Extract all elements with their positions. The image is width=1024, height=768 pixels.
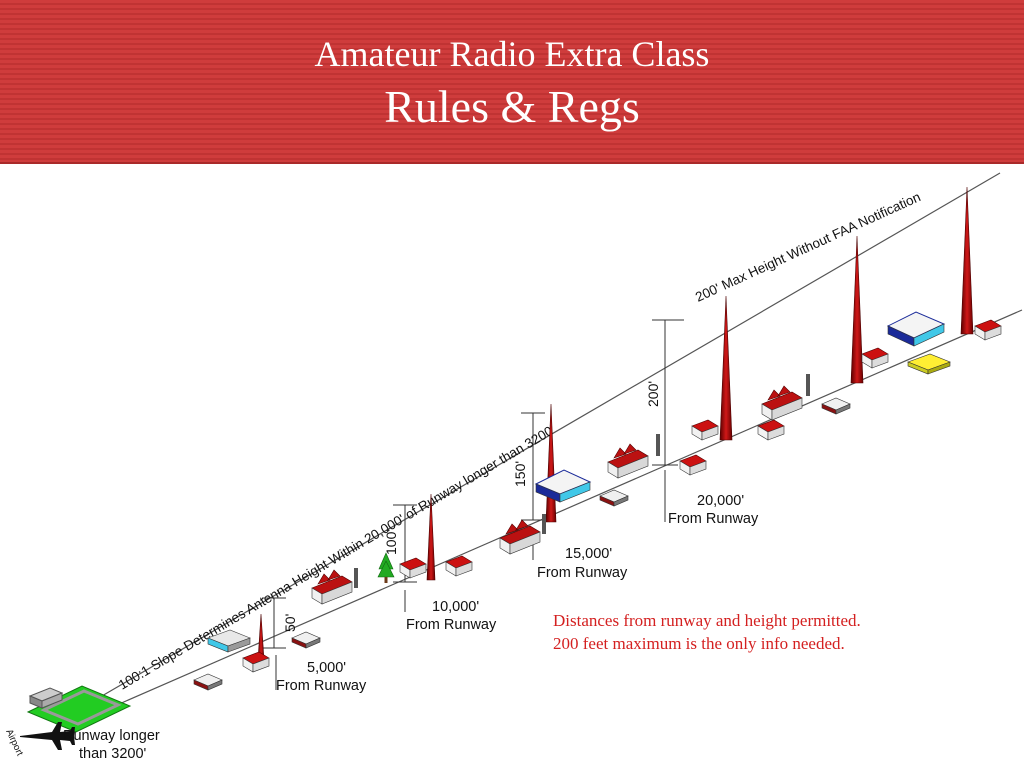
height-label-150: 150' [512, 461, 528, 487]
runway-label-line1: Runway longer [63, 728, 160, 744]
distance-label-5000: 5,000' [307, 660, 346, 676]
flat-building-icon [291, 631, 321, 649]
factory-icon [311, 568, 358, 605]
flat-building-icon [907, 353, 951, 375]
airplane-icon [20, 722, 75, 750]
flat-building-icon [599, 489, 629, 507]
house-icon [445, 555, 473, 577]
distance-label-10000: 10,000' [432, 599, 479, 615]
height-bracket-200 [652, 319, 684, 466]
factory-icon [499, 514, 546, 555]
house-icon [242, 651, 270, 673]
slide-title: Amateur Radio Extra Class [314, 34, 710, 74]
house-icon [691, 419, 719, 441]
note-line-2: 200 feet maximum is the only info needed… [553, 634, 845, 653]
distance-from-runway-10000: From Runway [406, 617, 497, 633]
house-icon [861, 347, 889, 369]
runway [26, 685, 132, 733]
slide-subtitle: Rules & Regs [384, 81, 640, 132]
slope-label: 100:1 Slope Determines Antenna Height Wi… [116, 422, 558, 693]
antenna-tower [960, 186, 974, 335]
distance-label-15000: 15,000' [565, 546, 612, 562]
antenna-tower [545, 403, 557, 523]
factory-icon [607, 434, 660, 479]
distance-from-runway-20000: From Runway [668, 511, 759, 527]
office-building-icon [534, 469, 592, 503]
tree-icon [377, 552, 395, 583]
house-icon [399, 557, 427, 579]
height-bracket-50 [262, 597, 286, 649]
distance-from-runway-5000: From Runway [276, 678, 367, 694]
antenna-tower [719, 295, 733, 441]
height-label-100: 100' [383, 529, 399, 555]
title-banner: Amateur Radio Extra Class Rules & Regs [0, 0, 1024, 164]
height-label-50: 50' [282, 614, 298, 632]
max-height-label: 200' Max Height Without FAA Notification [693, 189, 923, 305]
antenna-tower [426, 493, 436, 581]
flat-building-icon [821, 397, 851, 415]
airport-label: Airport [3, 728, 25, 758]
runway-label-line2: than 3200' [79, 746, 147, 762]
office-building-icon [886, 311, 946, 347]
factory-icon [761, 374, 810, 421]
house-icon [757, 419, 785, 441]
distance-from-runway-15000: From Runway [537, 565, 628, 581]
height-bracket-150 [521, 412, 545, 521]
antenna-tower [850, 235, 864, 384]
house-icon [679, 454, 707, 476]
office-building-icon [207, 629, 251, 653]
slope-line [94, 172, 1001, 701]
house-icon [974, 319, 1002, 341]
height-label-200: 200' [645, 381, 661, 407]
distance-label-20000: 20,000' [697, 493, 744, 509]
note-line-1: Distances from runway and height permitt… [553, 611, 861, 630]
flat-building-icon [193, 673, 223, 691]
